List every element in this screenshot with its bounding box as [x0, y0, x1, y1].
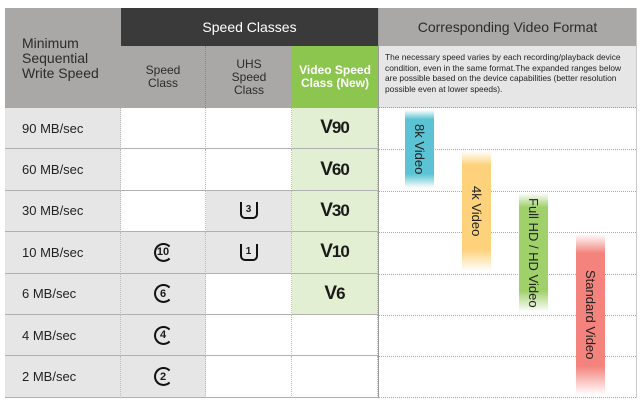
speed-class-icon: 4 [153, 325, 173, 345]
video-format-label: Standard Video [583, 269, 598, 360]
speed-class-cell: 4 [121, 315, 206, 357]
header-uhs-speed-class: UHS Speed Class [206, 46, 292, 108]
video-format-bar: Full HD / HD Video [519, 192, 548, 312]
speed-class-cell: 10 [121, 232, 206, 274]
format-note: The necessary speed varies by each recor… [379, 46, 636, 108]
speed-class-cell [121, 190, 206, 233]
speed-label: 6 MB/sec [22, 286, 77, 302]
speed-class-cell [121, 149, 206, 191]
speed-row-label: 90 MB/sec [5, 108, 121, 150]
video-format-label: Full HD / HD Video [526, 197, 541, 308]
uhs-class-cell [206, 315, 292, 357]
speed-label: 4 MB/sec [22, 327, 77, 343]
row-gridline [379, 232, 636, 234]
video-speed-class-cell: V60 [292, 149, 378, 191]
video-speed-class-cell: V6 [292, 273, 378, 315]
uhs-class-cell: 1 [206, 232, 292, 274]
row-gridline [379, 396, 636, 398]
uhs-class-cell [206, 356, 292, 398]
speed-label: 90 MB/sec [22, 120, 84, 136]
row-gridline [379, 315, 636, 316]
row-gridline [379, 356, 636, 358]
speed-label: 10 MB/sec [22, 244, 84, 260]
speed-row-label: 2 MB/sec [5, 356, 121, 398]
speed-row-label: 60 MB/sec [5, 149, 121, 191]
video-speed-class-cell: V90 [292, 108, 378, 150]
video-speed-class-icon: V6 [324, 282, 345, 304]
divider [378, 8, 379, 398]
speed-class-icon: 6 [153, 284, 173, 304]
video-format-bar: 8k Video [405, 110, 434, 188]
video-speed-class-icon: V60 [320, 158, 350, 180]
header-min-speed: Minimum Sequential Write Speed [5, 8, 121, 108]
video-speed-class-icon: V30 [320, 199, 350, 221]
video-speed-class-cell: V10 [292, 232, 378, 274]
speed-class-icon: 10 [153, 242, 173, 262]
speed-class-icon: 2 [153, 367, 173, 387]
speed-class-cell: 6 [121, 273, 206, 315]
divider [636, 8, 637, 398]
header-video-format: Corresponding Video Format [379, 8, 636, 46]
uhs-class-cell [206, 149, 292, 191]
speed-label: 60 MB/sec [22, 162, 84, 178]
header-video-speed-class: Video Speed Class (New) [292, 46, 378, 108]
speed-row-label: 30 MB/sec [5, 190, 121, 233]
uhs-class-cell [206, 273, 292, 315]
speed-label: 2 MB/sec [22, 369, 77, 385]
header-speed-class: Speed Class [121, 46, 206, 108]
video-format-label: 8k Video [412, 123, 427, 175]
speed-row-label: 10 MB/sec [5, 232, 121, 274]
video-format-bar: 4k Video [462, 151, 491, 271]
uhs-class-cell: 3 [206, 190, 292, 233]
video-speed-class-icon: V10 [320, 241, 350, 263]
uhs-class-cell [206, 108, 292, 150]
speed-row-label: 6 MB/sec [5, 273, 121, 315]
speed-class-cell: 2 [121, 356, 206, 398]
video-format-bar: Standard Video [576, 234, 605, 395]
video-speed-class-cell [292, 315, 378, 357]
video-speed-class-icon: V90 [320, 117, 350, 139]
video-speed-class-cell [292, 356, 378, 398]
speed-class-cell [121, 108, 206, 150]
header-speed-classes: Speed Classes [121, 8, 378, 46]
video-format-label: 4k Video [469, 185, 484, 237]
video-speed-class-cell: V30 [292, 190, 378, 233]
speed-row-label: 4 MB/sec [5, 315, 121, 357]
row-gridline [379, 149, 636, 151]
uhs-class-icon: 3 [239, 202, 258, 220]
row-gridline [379, 190, 636, 192]
row-gridline [379, 273, 636, 275]
speed-label: 30 MB/sec [22, 203, 84, 219]
uhs-class-icon: 1 [239, 243, 258, 261]
